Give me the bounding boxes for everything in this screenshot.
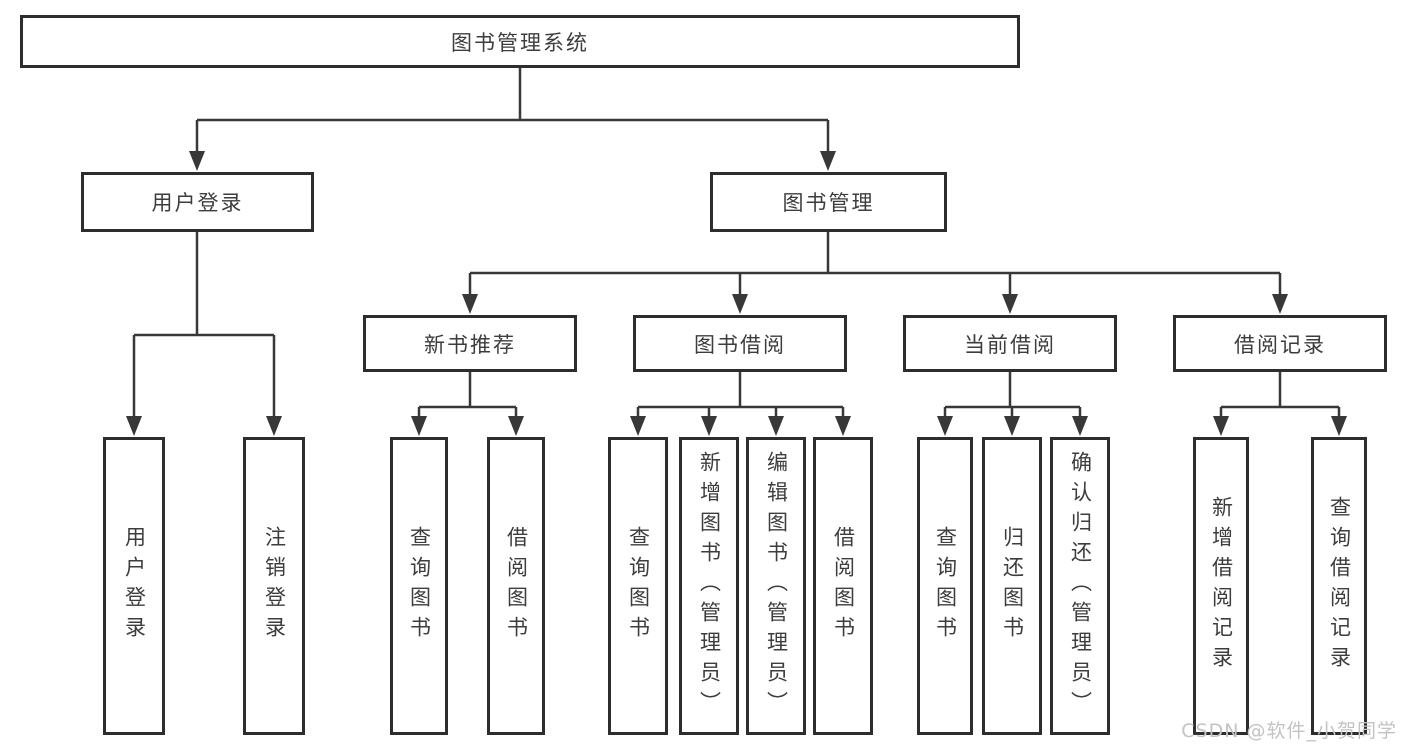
node-book-borrowing: 图书借阅: [633, 315, 847, 372]
node-book-management: 图书管理: [710, 172, 947, 232]
node-leaf-edit-book-admin: 编辑图书（管理员）: [746, 437, 806, 735]
node-label: 借阅记录: [1234, 332, 1326, 357]
node-label: 用户登录: [151, 191, 244, 215]
node-label: 确认归还（管理员）: [1068, 451, 1093, 721]
node-label: 新增图书（管理员）: [697, 451, 722, 721]
node-current-borrowing: 当前借阅: [903, 315, 1117, 372]
node-label: 查询图书: [407, 526, 432, 646]
node-label: 用户登录: [122, 526, 147, 646]
node-leaf-query-books-recommend: 查询图书: [390, 437, 448, 735]
node-leaf-query-borrow-record: 查询借阅记录: [1311, 437, 1367, 735]
node-leaf-borrow-books-recommend: 借阅图书: [487, 437, 545, 735]
node-leaf-logout: 注销登录: [243, 437, 305, 735]
node-leaf-return-books: 归还图书: [982, 437, 1042, 735]
node-label: 借阅图书: [504, 526, 529, 646]
node-leaf-query-books-borrowing: 查询图书: [608, 437, 668, 735]
node-library-management-system: 图书管理系统: [20, 15, 1020, 68]
node-label: 编辑图书（管理员）: [764, 451, 789, 721]
node-label: 查询图书: [933, 526, 958, 646]
node-label: 图书管理: [782, 191, 875, 215]
node-leaf-add-borrow-record: 新增借阅记录: [1193, 437, 1249, 735]
node-label: 借阅图书: [831, 526, 856, 646]
node-leaf-query-books-current: 查询图书: [917, 437, 973, 735]
node-leaf-borrow-books: 借阅图书: [813, 437, 873, 735]
node-borrowing-records: 借阅记录: [1173, 315, 1387, 372]
node-label: 查询图书: [626, 526, 651, 646]
node-label: 图书借阅: [694, 332, 786, 357]
node-label: 注销登录: [262, 526, 287, 646]
node-leaf-confirm-return-admin: 确认归还（管理员）: [1050, 437, 1110, 735]
node-label: 归还图书: [1000, 526, 1025, 646]
node-label: 当前借阅: [964, 332, 1056, 357]
node-label: 新增借阅记录: [1209, 496, 1234, 676]
node-leaf-add-book-admin: 新增图书（管理员）: [679, 437, 739, 735]
node-label: 图书管理系统: [451, 30, 589, 55]
node-label: 新书推荐: [424, 332, 516, 357]
csdn-watermark: CSDN @软件_小贺同学: [1181, 720, 1397, 742]
node-new-book-recommendation: 新书推荐: [363, 315, 577, 372]
node-leaf-user-login: 用户登录: [103, 437, 165, 735]
node-label: 查询借阅记录: [1327, 496, 1352, 676]
node-user-login: 用户登录: [81, 172, 314, 232]
